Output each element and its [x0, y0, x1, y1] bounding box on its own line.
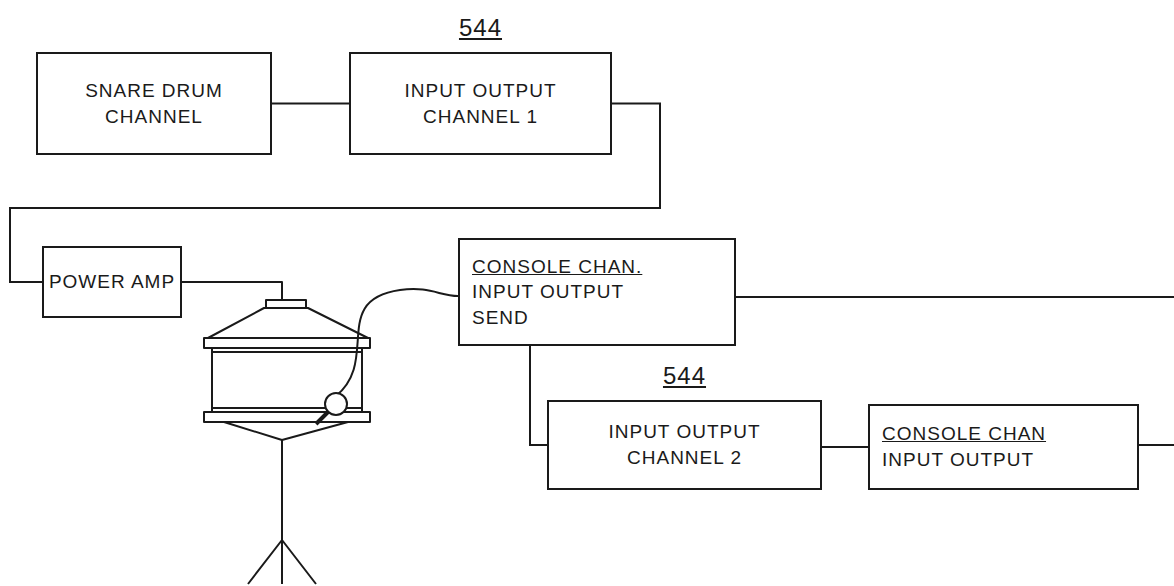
box-label: SNARE DRUM CHANNEL	[64, 78, 244, 129]
speaker-cone	[208, 308, 368, 338]
box-label: INPUT OUTPUT CHANNEL 1	[391, 78, 571, 129]
drum-rim	[204, 412, 370, 422]
box-label: INPUT OUTPUT CHANNEL 2	[595, 419, 775, 470]
speaker-wire	[182, 282, 282, 300]
mic-handle	[316, 412, 328, 424]
signal-wire	[272, 103, 349, 105]
box-heading: 544	[549, 360, 820, 392]
microphone	[325, 393, 347, 415]
console-box: CONSOLE CHANINPUT OUTPUT	[868, 404, 1139, 490]
processor-box: 544INPUT OUTPUT CHANNEL 2	[547, 400, 822, 490]
output-wire	[736, 296, 1174, 298]
box-label: INPUT OUTPUT SEND	[472, 279, 652, 330]
channel-box: SNARE DRUM CHANNEL	[36, 52, 272, 155]
box-heading: 544	[351, 12, 610, 44]
processor-box: 544INPUT OUTPUT CHANNEL 1	[349, 52, 612, 155]
box-label: POWER AMP	[49, 269, 175, 295]
box-label: INPUT OUTPUT	[882, 447, 1034, 473]
stand-pole	[281, 440, 283, 540]
signal-wire	[822, 446, 868, 448]
signal-wire	[530, 346, 547, 445]
stand-cradle	[224, 422, 348, 440]
output-wire	[1139, 444, 1174, 446]
box-heading: CONSOLE CHAN	[882, 421, 1046, 447]
speaker-magnet	[266, 300, 306, 308]
drum-rim	[204, 338, 370, 348]
stand-legs	[248, 540, 316, 584]
box-heading: CONSOLE CHAN.	[472, 254, 642, 280]
mic-cable	[336, 289, 458, 396]
amp-box: POWER AMP	[42, 246, 182, 318]
console-box: CONSOLE CHAN.INPUT OUTPUT SEND	[458, 238, 736, 346]
